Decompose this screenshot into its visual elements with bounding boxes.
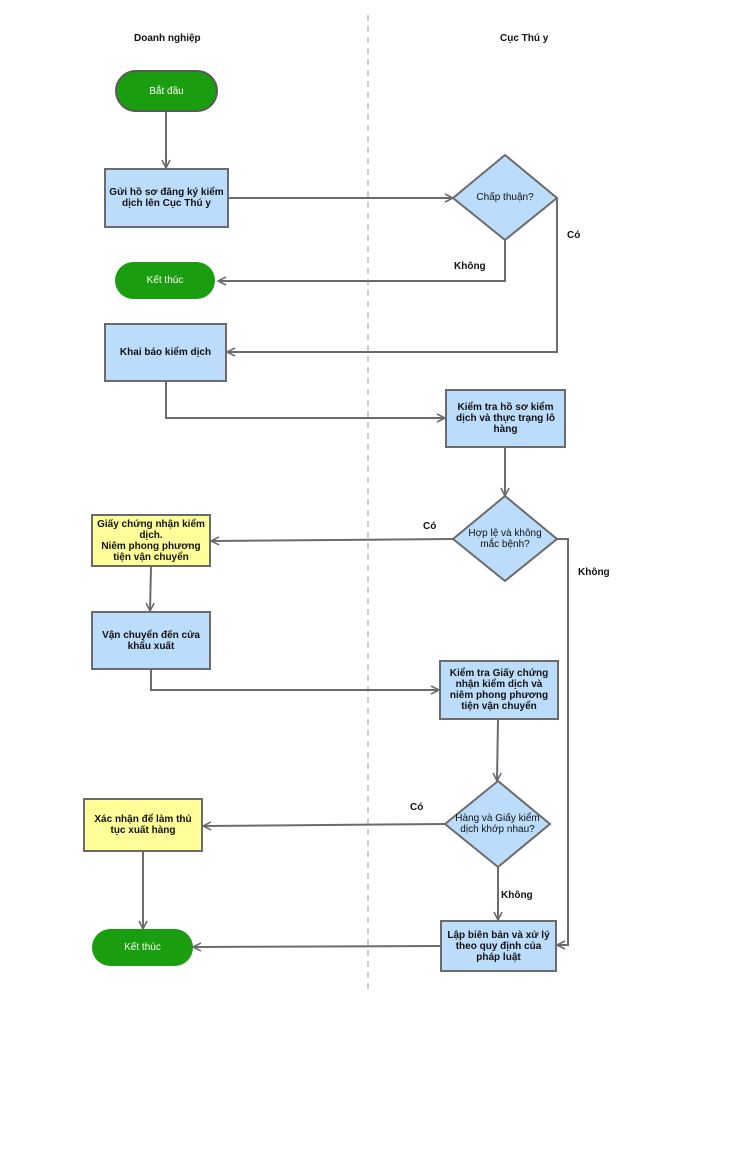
process-submit-dossier: Gửi hồ sơ đăng ký kiểm dịch lên Cục Thú … [104,168,229,228]
lane-header-vet-dept: Cục Thú y [500,33,549,44]
process-submit-dossier-label: Gửi hồ sơ đăng ký kiểm dịch lên Cục Thú … [109,187,224,209]
process-transport: Vận chuyển đến cửa khẩu xuất [91,611,211,670]
process-record-violation: Lập biên bản và xử lý theo quy định của … [440,920,557,972]
lane-header-enterprise: Doanh nghiệp [134,33,201,44]
process-check-dossier: Kiểm tra hồ sơ kiểm dịch và thực trạng l… [445,389,566,448]
end-terminal-1: Kết thúc [115,262,215,299]
end-terminal-2: Kết thúc [92,929,193,966]
decision-valid-text: Hợp lệ và không mắc bệnh? [453,496,557,581]
process-record-violation-label: Lập biên bản và xử lý theo quy định của … [447,929,550,963]
edge-valid-no [557,538,569,945]
decision-match [443,779,552,869]
edge-declare-check [165,382,445,418]
start-label: Bắt đầu [149,85,184,97]
decision-match-text: Hàng và Giấy kiểm dịch khớp nhau? [445,781,550,867]
edge-approve-yes [227,198,558,352]
edge-record-end [193,946,441,947]
note-certificate-label: Giấy chứng nhận kiểm dịch. Niêm phong ph… [97,518,205,563]
decision-approve-label: Chấp thuận? [476,192,534,203]
edge-checkcert-match [497,719,498,781]
edge-label-approve-yes: Có [567,230,581,241]
edge-label-approve-no: Không [454,261,486,272]
process-check-certificate-label: Kiểm tra Giấy chứng nhận kiểm dịch và ni… [449,668,549,712]
note-confirm-export-label: Xác nhận để làm thủ tục xuất hàng [94,814,192,836]
edge-label-match-no: Không [501,890,533,901]
note-confirm-export: Xác nhận để làm thủ tục xuất hàng [83,798,203,852]
note-certificate: Giấy chứng nhận kiểm dịch. Niêm phong ph… [91,514,211,567]
decision-approve [451,153,559,242]
edge-match-yes [203,824,446,826]
end-label-2: Kết thúc [124,942,161,953]
decision-valid [451,494,559,583]
edge-transport-checkcert [150,670,439,690]
end-label-1: Kết thúc [146,275,184,286]
edge-label-valid-no: Không [578,567,610,578]
edge-cert-transport [150,566,151,611]
process-declare-quarantine-label: Khai báo kiểm dịch [119,347,212,358]
process-transport-label: Vận chuyển đến cửa khẩu xuất [102,629,200,652]
start-terminal: Bắt đầu [115,70,218,112]
process-declare-quarantine: Khai báo kiểm dịch [104,323,227,382]
process-check-certificate: Kiểm tra Giấy chứng nhận kiểm dịch và ni… [439,660,559,720]
edge-label-match-yes: Có [410,802,424,813]
decision-match-label: Hàng và Giấy kiểm dịch khớp nhau? [455,813,540,835]
decision-approve-text: Chấp thuận? [453,155,557,240]
process-check-dossier-label: Kiểm tra hồ sơ kiểm dịch và thực trạng l… [456,402,555,435]
decision-valid-label: Hợp lệ và không mắc bệnh? [468,527,542,550]
edge-valid-yes [211,539,454,541]
edge-approve-no [218,240,506,281]
edge-label-valid-yes: Có [423,521,437,532]
